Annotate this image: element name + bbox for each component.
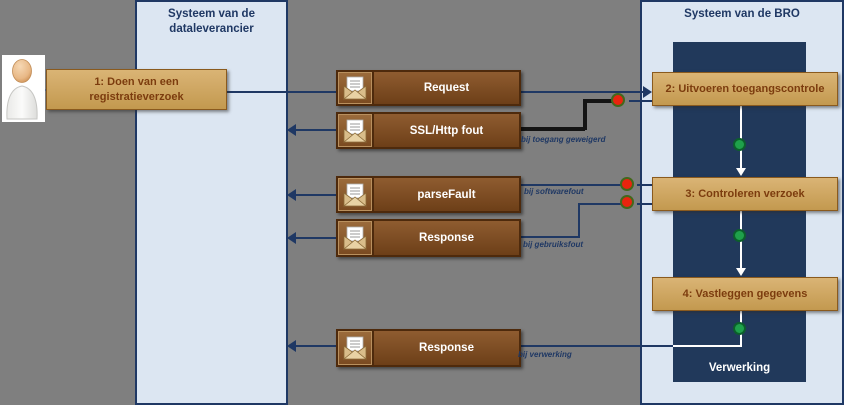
request-line-right bbox=[521, 91, 645, 93]
lane-title-bro: Systeem van de BRO bbox=[684, 8, 800, 20]
step3-error-connector-2 bbox=[637, 203, 652, 205]
flow-line-step2-step3 bbox=[740, 106, 742, 168]
message-request: Request bbox=[336, 70, 521, 106]
message-response-1: Response bbox=[336, 219, 521, 257]
fault-line-horizontal-bottom bbox=[521, 127, 585, 131]
error-dot-step3-b bbox=[620, 195, 634, 209]
envelope-icon bbox=[338, 178, 374, 211]
condition-toegang-geweigerd: bij toegang geweigerd bbox=[521, 135, 606, 144]
condition-softwarefout: bij softwarefout bbox=[524, 187, 584, 196]
person-icon bbox=[6, 59, 38, 120]
lane-title-dataleverancier: Systeem van de dataleverancier bbox=[168, 8, 255, 35]
message-sslfout: SSL/Http fout bbox=[336, 112, 521, 149]
message-response-2: Response bbox=[336, 329, 521, 367]
response1-line-vertical bbox=[578, 203, 580, 238]
response1-arrow-line bbox=[292, 237, 336, 239]
response1-line-bottom bbox=[521, 236, 580, 238]
ok-dot-1 bbox=[733, 138, 746, 151]
message-response-2-label: Response bbox=[419, 342, 474, 354]
message-sslfout-label: SSL/Http fout bbox=[409, 124, 484, 137]
lane-dataleverancier: Systeem van de dataleverancier bbox=[135, 0, 288, 405]
error-dot-step3-a bbox=[620, 177, 634, 191]
condition-verwerking: bij verwerking bbox=[518, 350, 572, 359]
response2-arrow-line bbox=[292, 345, 336, 347]
step-4-box: 4: Vastleggen gegevens bbox=[652, 277, 838, 311]
fault-line-horizontal-top bbox=[583, 99, 613, 103]
ok-dot-2 bbox=[733, 229, 746, 242]
step-2-box: 2: Uitvoeren toegangscontrole bbox=[652, 72, 838, 106]
fault-line-vertical bbox=[583, 99, 587, 130]
message-response-1-label: Response bbox=[419, 232, 474, 244]
step-1-box: 1: Doen van een registratieverzoek bbox=[46, 69, 227, 110]
actor-person-icon bbox=[2, 55, 45, 122]
parsefault-arrow-line bbox=[292, 194, 336, 196]
arrow-head-response2 bbox=[287, 340, 296, 352]
error-dot-step2 bbox=[611, 93, 625, 107]
step3-error-connector-1 bbox=[637, 184, 652, 186]
envelope-icon bbox=[338, 331, 374, 365]
flow-line-out-horizontal bbox=[673, 345, 742, 347]
envelope-icon bbox=[338, 221, 374, 255]
arrow-head-sslfout bbox=[287, 124, 296, 136]
arrow-head-into-step3 bbox=[736, 168, 746, 176]
processing-label: Verwerking bbox=[708, 362, 771, 374]
parsefault-line-right bbox=[521, 184, 621, 186]
envelope-icon bbox=[338, 72, 374, 104]
step2-error-connector bbox=[629, 100, 652, 102]
message-request-label: Request bbox=[423, 82, 470, 94]
response1-line-top bbox=[578, 203, 622, 205]
arrow-head-response1 bbox=[287, 232, 296, 244]
step-3-box: 3: Controleren verzoek bbox=[652, 177, 838, 211]
message-parsefault: parseFault bbox=[336, 176, 521, 213]
message-parsefault-label: parseFault bbox=[417, 188, 476, 201]
ok-dot-3 bbox=[733, 322, 746, 335]
arrow-head-parsefault bbox=[287, 189, 296, 201]
arrow-head-into-step4 bbox=[736, 268, 746, 276]
request-line-left bbox=[227, 91, 336, 93]
condition-gebruiksfout: bij gebruiksfout bbox=[523, 240, 583, 249]
response2-line-right bbox=[521, 345, 673, 347]
sslfout-arrow-line bbox=[292, 129, 336, 131]
arrow-head-into-step2 bbox=[643, 86, 652, 98]
envelope-icon bbox=[338, 114, 374, 147]
